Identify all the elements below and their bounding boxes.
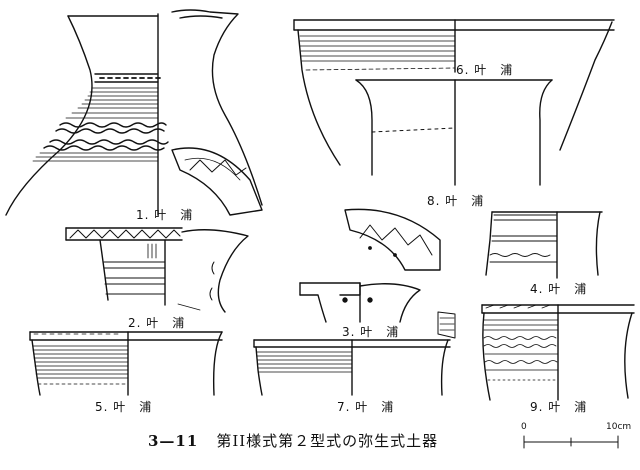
specimen-label-6: 6. 叶 浦	[456, 63, 514, 77]
figure-caption: 3—11 第II様式第２型式の弥生式土器	[148, 430, 438, 451]
vessel-8-drawing	[355, 79, 553, 186]
specimen-label-5: 5. 叶 浦	[95, 400, 153, 414]
scale-end-label: 10cm	[606, 422, 632, 432]
specimen-label-7: 7. 叶 浦	[337, 400, 395, 414]
specimen-label-9: 9. 叶 浦	[530, 400, 588, 414]
specimen-label-8: 8. 叶 浦	[427, 194, 485, 208]
caption-text: 第II様式第２型式の弥生式土器	[216, 432, 439, 450]
specimen-label-1: 1. 叶 浦	[136, 208, 194, 222]
vessel-2-drawing	[65, 227, 249, 313]
scale-bar	[523, 435, 619, 449]
vessel-4-drawing	[485, 211, 603, 279]
specimen-label-3: 3. 叶 浦	[342, 325, 400, 339]
vessel-3-drawing	[299, 208, 456, 339]
vessel-5-drawing	[29, 331, 223, 396]
vessel-1-drawing	[5, 9, 263, 216]
vessel-7-drawing	[253, 339, 451, 396]
specimen-label-4: 4. 叶 浦	[530, 282, 588, 296]
vessel-6-drawing	[293, 19, 615, 166]
caption-number: 3—11	[148, 432, 199, 450]
specimen-label-2: 2. 叶 浦	[128, 316, 186, 330]
vessel-9-drawing	[481, 304, 635, 401]
scale-start-label: 0	[521, 422, 527, 432]
